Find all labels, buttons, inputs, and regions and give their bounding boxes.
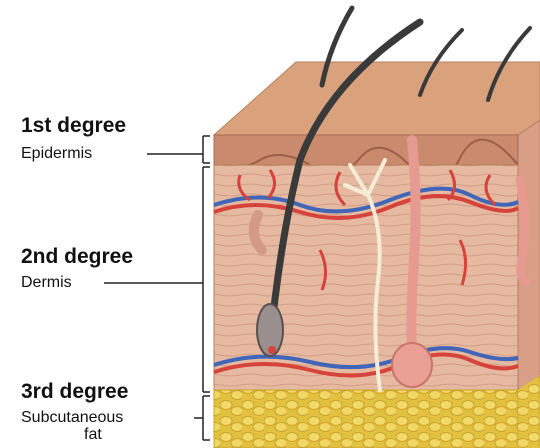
label-subcutaneous: Subcutaneous <box>21 410 123 426</box>
label-dermis: Dermis <box>21 275 72 291</box>
bracket-2nd-degree <box>104 167 210 392</box>
skin-surface <box>214 62 540 135</box>
label-3rd-degree: 3rd degree <box>21 381 128 402</box>
label-1st-degree: 1st degree <box>21 115 126 136</box>
bracket-3rd-degree <box>194 396 210 440</box>
label-fat: fat <box>84 427 102 443</box>
bracket-1st-degree <box>147 136 210 163</box>
label-epidermis: Epidermis <box>21 146 92 162</box>
sweat-gland <box>392 343 432 387</box>
subcutaneous-fat-layer <box>214 390 518 448</box>
label-2nd-degree: 2nd degree <box>21 246 133 267</box>
sweat-gland-duct <box>411 140 415 350</box>
